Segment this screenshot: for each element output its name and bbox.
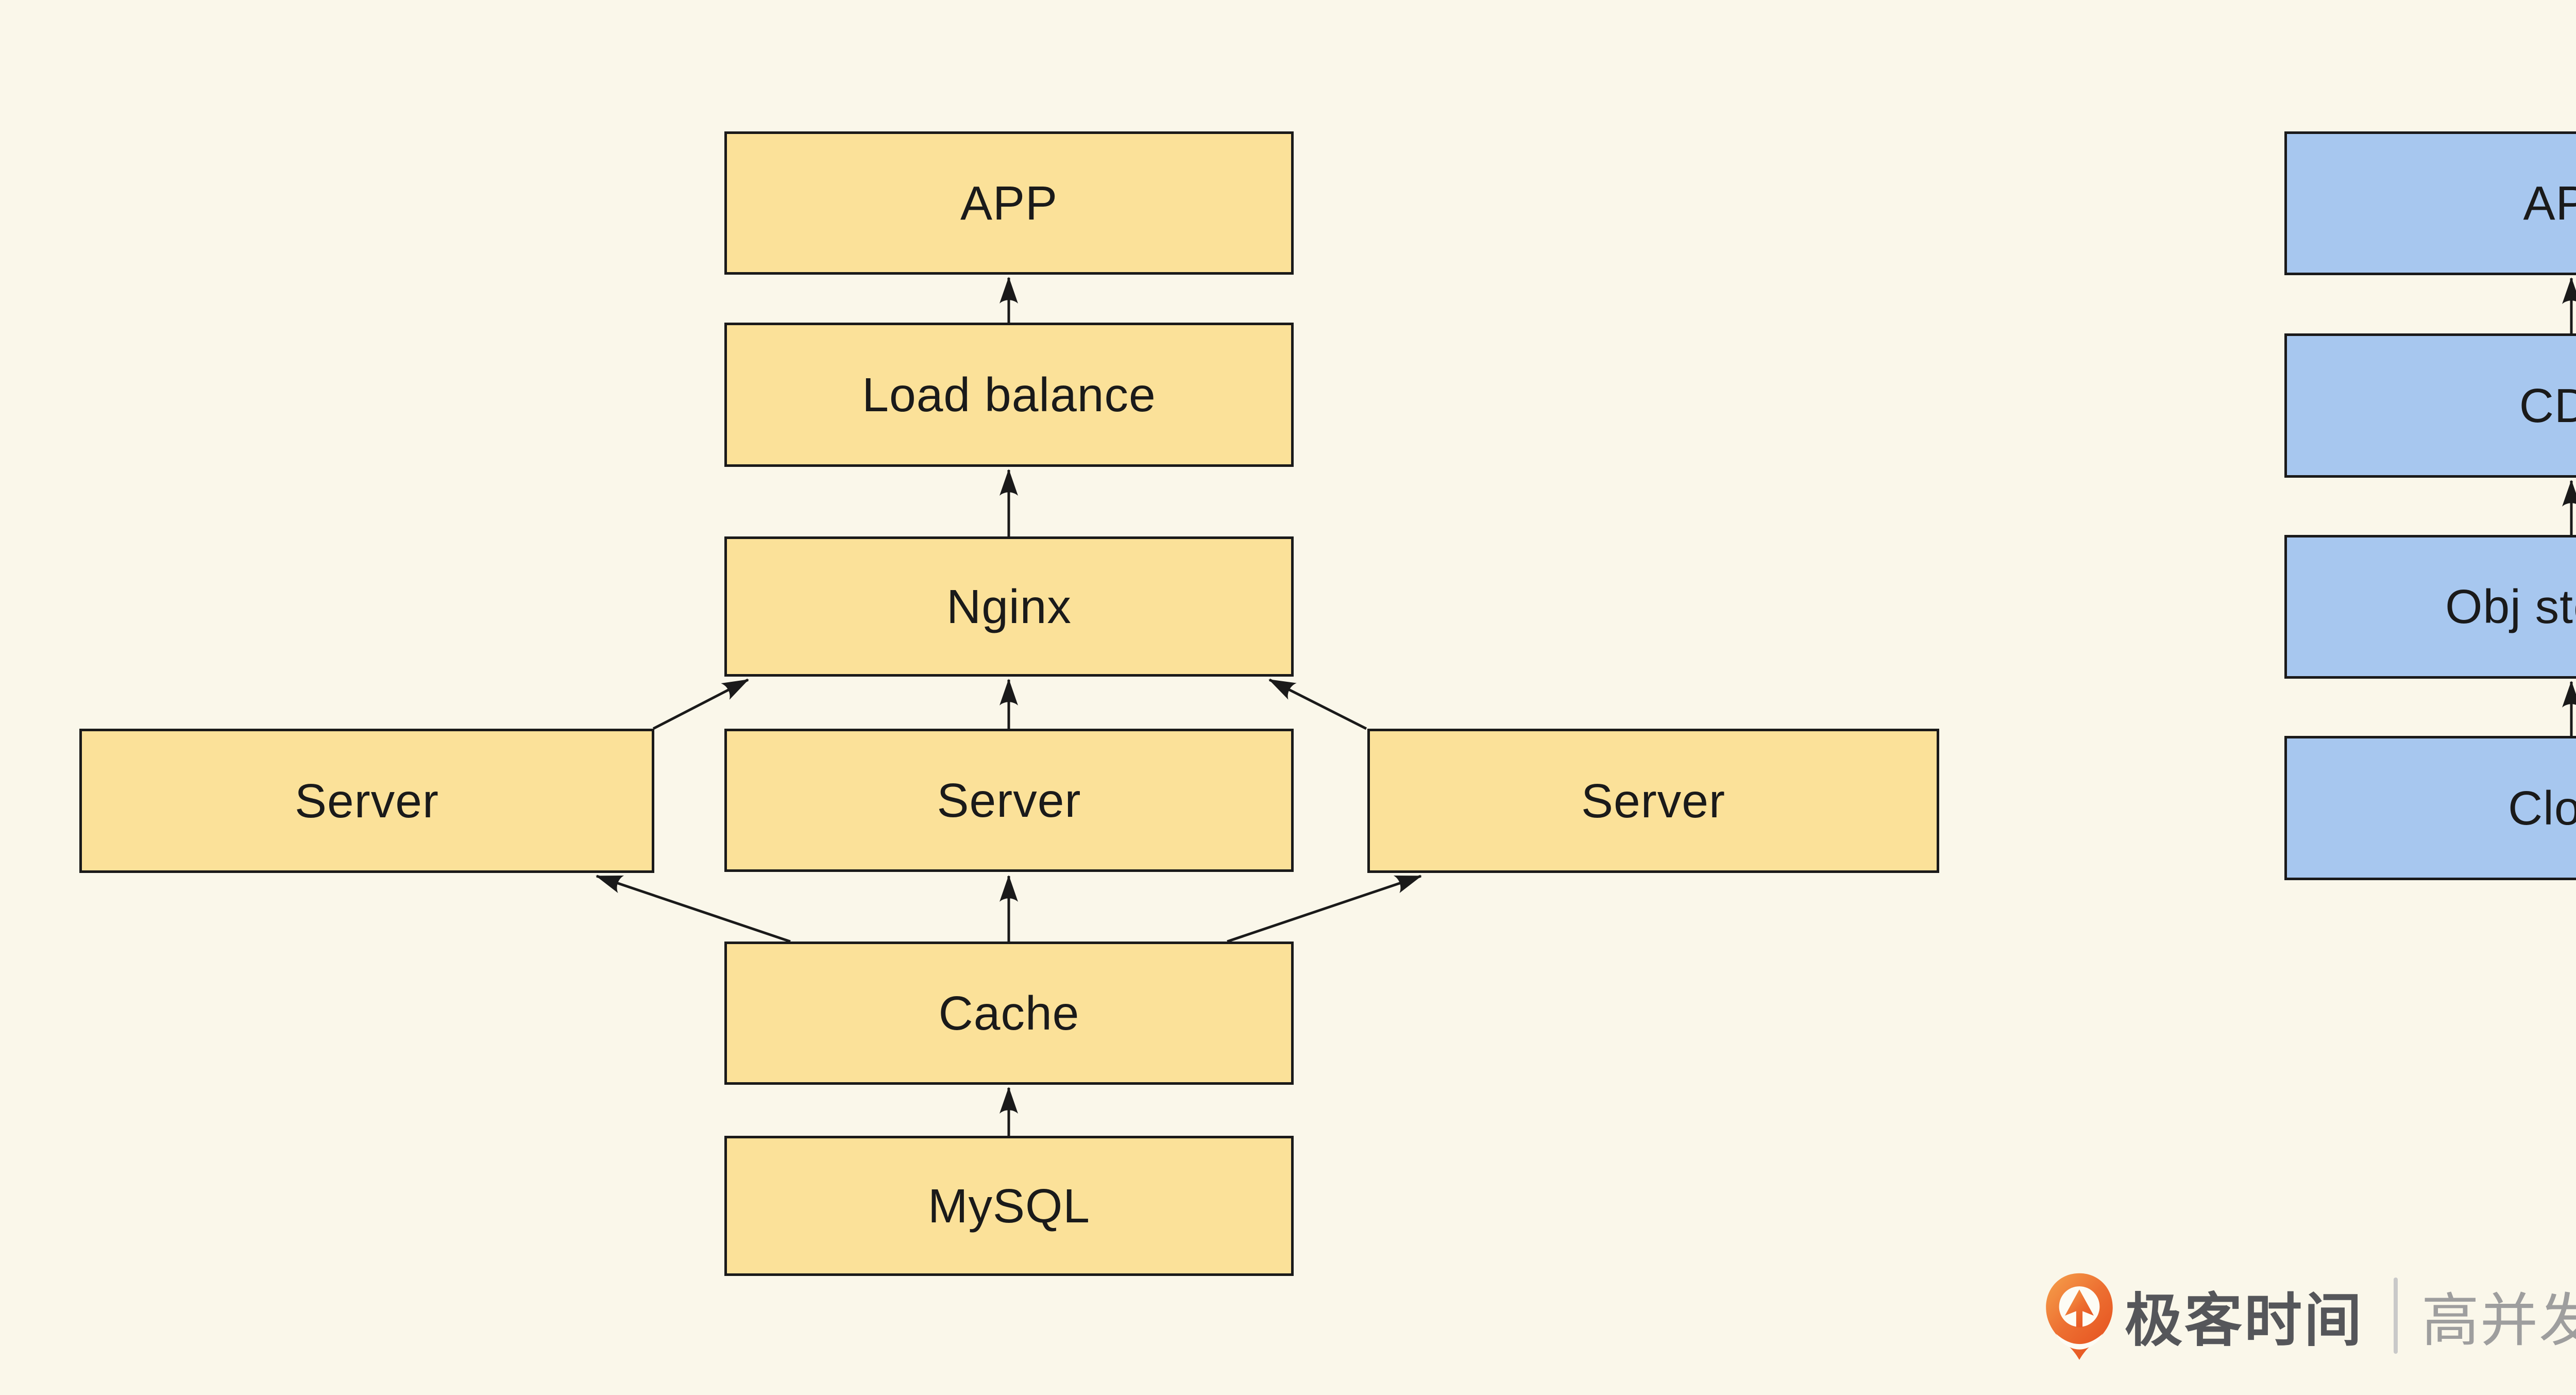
node-label: APP [960,176,1058,230]
node-label: Cloud [2508,781,2576,835]
edge-cache-to-server-right [1227,875,1422,943]
node-label: Nginx [946,579,1072,633]
edge-server-right-to-nginx [1268,678,1367,730]
node-server-right: Server [1367,729,1939,873]
node-label: Server [1581,774,1725,828]
edge-server-left-to-nginx [652,678,749,730]
node-obj-storage: Obj storage [2284,535,2576,679]
logo-separator-bar [2394,1278,2398,1354]
node-server-left: Server [79,729,654,873]
node-mysql: MySQL [724,1136,1294,1276]
node-nginx: Nginx [724,536,1294,677]
node-cloud: Cloud [2284,736,2576,880]
geektime-logo-icon [2046,1273,2113,1360]
node-label: Cache [938,986,1080,1040]
node-label: Obj storage [2445,580,2576,633]
node-cdn: CDN [2284,333,2576,478]
node-label: APP [2523,176,2576,230]
node-app-main: APP [724,131,1294,275]
node-load-balance: Load balance [724,323,1294,467]
node-label: CDN [2519,378,2576,432]
node-app-cdn: APP [2284,131,2576,275]
logo-subtitle-text: 高并发系统实战@蓝天 [2421,1288,2576,1353]
geektime-logo: 极客时间 高并发系统实战@蓝天 [2043,1267,2576,1365]
node-label: Server [937,773,1081,827]
node-label: Load balance [862,367,1156,422]
node-label: MySQL [927,1179,1091,1233]
logo-brand-text: 极客时间 [2125,1288,2364,1353]
node-cache: Cache [724,942,1294,1085]
edge-cache-to-server-left [596,875,791,943]
node-label: Server [295,774,439,828]
node-server-middle: Server [724,729,1294,872]
